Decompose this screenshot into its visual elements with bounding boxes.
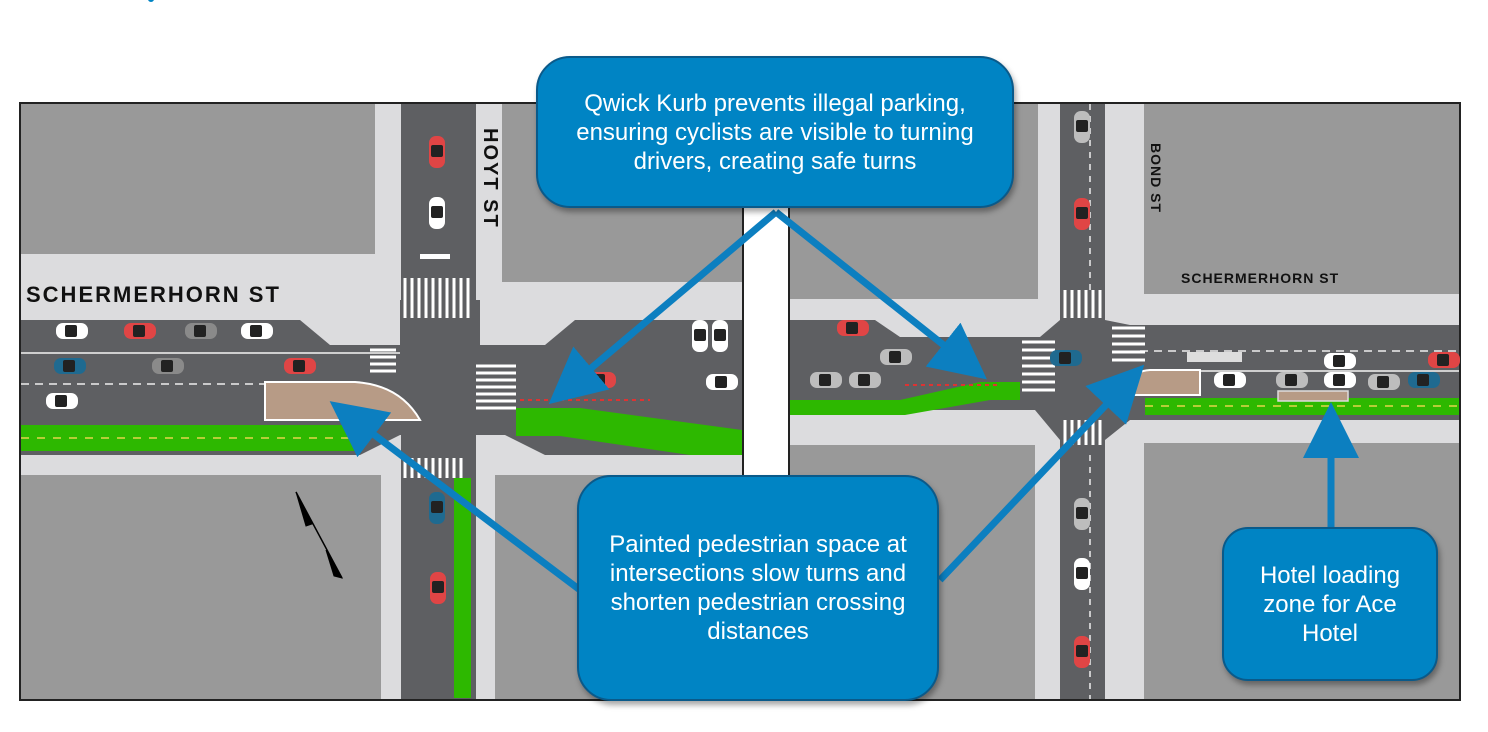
city-block	[21, 104, 375, 254]
arrow-qwick-right	[773, 209, 987, 380]
arrow-ped-left	[329, 401, 583, 593]
street-label-schermerhorn-left: SCHERMERHORN ST	[26, 282, 281, 307]
city-block	[1144, 104, 1459, 294]
bike-lane	[21, 425, 361, 451]
bike-lane	[516, 408, 742, 455]
arrow-qwick-left	[548, 209, 779, 405]
arrow-ped-right	[937, 364, 1145, 583]
street-label-schermerhorn-right: SCHERMERHORN ST	[1181, 270, 1340, 286]
callout-arrows	[329, 209, 1359, 593]
callout-qwick-kurb-text: Qwick Kurb prevents illegal parking, ens…	[576, 89, 974, 175]
callout-painted-pedestrian: Painted pedestrian space at intersection…	[577, 475, 939, 701]
crosswalk	[1022, 290, 1145, 445]
cut-off-title-fragment	[148, 0, 154, 2]
truck-icon	[1187, 352, 1242, 362]
callout-painted-pedestrian-text: Painted pedestrian space at intersection…	[609, 531, 907, 645]
street-label-bond: BOND ST	[1148, 143, 1164, 213]
bike-lane	[1145, 398, 1459, 415]
north-arrow-icon	[295, 491, 344, 579]
loading-zone	[1277, 390, 1349, 402]
city-block	[21, 475, 381, 699]
bike-lane-vertical	[454, 478, 471, 698]
bike-lane	[790, 382, 1020, 415]
callout-qwick-kurb: Qwick Kurb prevents illegal parking, ens…	[536, 56, 1014, 208]
callout-hotel-loading-text: Hotel loading zone for Ace Hotel	[1259, 561, 1401, 647]
callout-hotel-loading: Hotel loading zone for Ace Hotel	[1222, 527, 1438, 681]
street-label-hoyt: HOYT ST	[479, 128, 501, 229]
